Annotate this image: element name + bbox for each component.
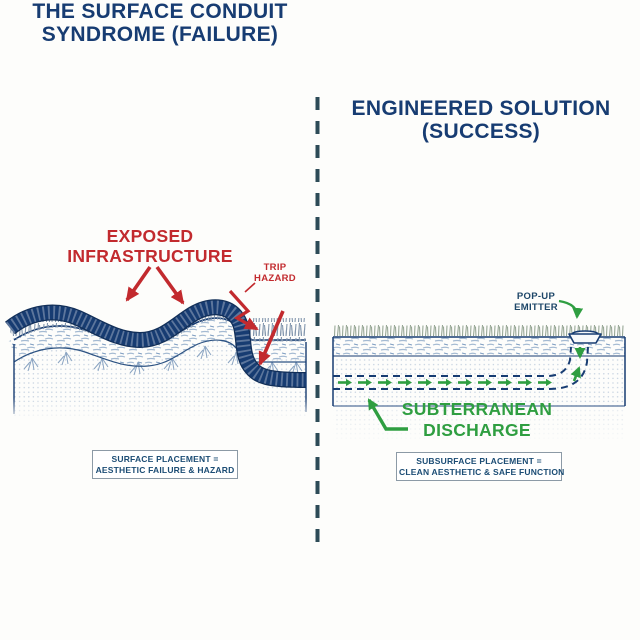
- exposed-line1: EXPOSED: [106, 226, 194, 246]
- trip-hazard-arrow: [228, 282, 259, 331]
- right-caption-line2: CLEAN AESTHETIC & SAFE FUNCTION: [399, 466, 565, 477]
- pop-up-emitter-icon: [568, 330, 602, 344]
- buried-pipe-illustration: [333, 346, 589, 390]
- emitter-callout-arrow: [558, 299, 584, 319]
- discharge-line1: SUBTERRANEAN: [401, 399, 553, 419]
- exposed-callout-arrows: [125, 265, 185, 305]
- pop-up-emitter-label: POP-UP EMITTER: [500, 291, 572, 313]
- left-caption-line2: AESTHETIC FAILURE & HAZARD: [95, 464, 235, 475]
- left-panel-title: THE SURFACE CONDUIT SYNDROME (FAILURE): [0, 0, 320, 46]
- exposed-line2: INFRASTRUCTURE: [67, 246, 233, 266]
- discharge-line2: DISCHARGE: [423, 420, 531, 440]
- right-caption-line1: SUBSURFACE PLACEMENT =: [416, 456, 542, 466]
- surface-pipe-illustration: [5, 299, 307, 388]
- left-ground-illustration: [5, 265, 310, 422]
- discharge-callout-arrow: [367, 398, 408, 431]
- pipe-descent-arrow: [258, 310, 285, 366]
- trip-line2: HAZARD: [254, 273, 296, 284]
- right-ground-illustration: [332, 299, 626, 445]
- right-grass-texture: [333, 325, 625, 337]
- right-panel-title: ENGINEERED SOLUTION (SUCCESS): [322, 97, 640, 143]
- trip-hazard-label: TRIP HAZARD: [245, 262, 305, 284]
- subterranean-discharge-label: SUBTERRANEAN DISCHARGE: [378, 399, 576, 441]
- left-title-line1: THE SURFACE CONDUIT: [32, 0, 288, 23]
- left-title-line2: SYNDROME (FAILURE): [41, 23, 279, 46]
- left-thatch-layer: [7, 318, 306, 367]
- emitter-line1: POP-UP: [516, 291, 556, 302]
- right-caption-box: SUBSURFACE PLACEMENT = CLEAN AESTHETIC &…: [396, 452, 565, 481]
- left-caption-box: SURFACE PLACEMENT = AESTHETIC FAILURE & …: [92, 450, 238, 479]
- riser-flow-arrows: [570, 347, 586, 382]
- right-thatch-layer: [333, 337, 625, 356]
- exposed-infrastructure-label: EXPOSED INFRASTRUCTURE: [40, 226, 260, 266]
- right-title-line2: (SUCCESS): [421, 120, 541, 143]
- emitter-line2: EMITTER: [514, 302, 558, 313]
- right-title-line1: ENGINEERED SOLUTION: [351, 97, 611, 120]
- left-caption-line1: SURFACE PLACEMENT =: [111, 454, 219, 464]
- left-thatch-bottom-line: [13, 339, 306, 367]
- trip-line1: TRIP: [263, 262, 287, 273]
- left-soil-fade: [10, 398, 310, 422]
